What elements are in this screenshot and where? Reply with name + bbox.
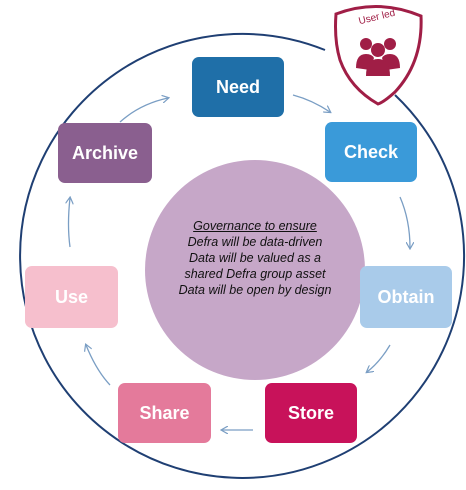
stage-use: Use	[25, 266, 118, 328]
stage-store: Store	[265, 383, 357, 443]
arrow-need-to-check	[292, 94, 330, 112]
arrow-check-to-obtain	[399, 196, 410, 248]
arrow-share-to-use	[86, 345, 111, 386]
governance-title: Governance to ensure	[193, 219, 317, 233]
stage-use-label: Use	[54, 286, 89, 307]
stage-share-label: Share	[139, 402, 190, 423]
user-led-badge	[334, 5, 423, 106]
governance-text: Governance to ensure Defra will be data-…	[156, 218, 354, 298]
stage-need-label: Need	[215, 76, 260, 97]
stage-archive-label: Archive	[71, 142, 139, 163]
governance-line: shared Defra group asset	[184, 267, 326, 281]
stage-share: Share	[118, 383, 211, 443]
stage-need: Need	[192, 57, 284, 117]
stage-archive: Archive	[58, 123, 152, 183]
stage-obtain: Obtain	[360, 266, 452, 328]
stage-check-label: Check	[343, 141, 399, 162]
governance-circle	[145, 160, 365, 380]
arrow-obtain-to-store	[367, 344, 391, 372]
stage-store-label: Store	[287, 402, 334, 423]
stage-check: Check	[325, 122, 417, 182]
users-group-icon	[356, 38, 400, 76]
stage-obtain-label: Obtain	[377, 286, 435, 307]
governance-line: Defra will be data-driven	[187, 235, 323, 249]
arrow-use-to-archive	[69, 198, 71, 248]
arrow-archive-to-need	[119, 98, 168, 123]
governance-line: Data will be valued as a	[188, 251, 322, 265]
governance-line: Data will be open by design	[178, 283, 332, 297]
